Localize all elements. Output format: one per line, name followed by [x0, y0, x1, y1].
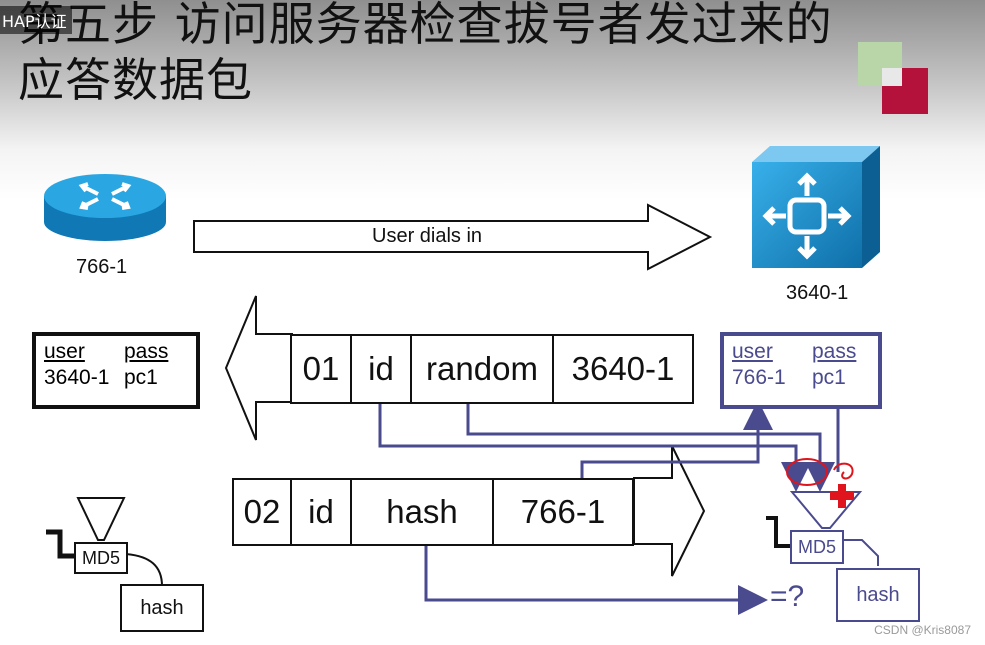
router-icon [44, 174, 166, 241]
right-pass-value: pc1 [812, 366, 846, 389]
left-funnel [46, 497, 163, 587]
red-annotation [786, 458, 854, 508]
deco-overlap-square [882, 68, 902, 86]
left-pass-value: pc1 [124, 366, 158, 389]
right-hash-box: hash [836, 568, 920, 622]
challenge-id-field: id [350, 336, 410, 402]
challenge-name-field: 3640-1 [552, 336, 692, 402]
right-user-header: user [732, 340, 773, 363]
left-md5-box: MD5 [74, 542, 128, 574]
response-hash-field: hash [350, 480, 492, 544]
left-user-header: user [44, 340, 85, 363]
left-pass-header: pass [124, 340, 169, 363]
server-label: 3640-1 [786, 282, 849, 304]
dial-in-arrow [193, 203, 713, 271]
response-name-field: 766-1 [492, 480, 632, 544]
watermark: CSDN @Kris8087 [874, 623, 971, 637]
challenge-random-field: random [410, 336, 552, 402]
router-label: 766-1 [76, 256, 128, 278]
left-credential-table: user pass 3640-1 pc1 [32, 332, 200, 409]
dial-in-label: User dials in [372, 225, 483, 247]
challenge-return-arrow [224, 295, 293, 441]
response-arrow [633, 445, 706, 577]
right-user-value: 766-1 [732, 366, 786, 389]
response-code-field: 02 [243, 493, 281, 530]
left-hash-box: hash [120, 584, 204, 632]
response-id-field: id [290, 480, 350, 544]
challenge-code-field: 01 [302, 350, 340, 387]
right-credential-table: user pass 766-1 pc1 [720, 332, 882, 409]
window-title-tab[interactable]: HAP认证 [0, 6, 72, 34]
left-user-value: 3640-1 [44, 366, 110, 389]
slide-title: 第五步 访问服务器检查拔号者发过来的应答数据包 [18, 0, 833, 107]
challenge-packet: 01 id random 3640-1 [290, 334, 694, 404]
right-md5-box: MD5 [790, 530, 844, 564]
response-packet: 02 id hash 766-1 [232, 478, 634, 546]
compare-label: =? [770, 580, 805, 613]
access-server-icon [752, 146, 880, 268]
right-pass-header: pass [812, 340, 857, 363]
connector-lines [378, 400, 840, 615]
